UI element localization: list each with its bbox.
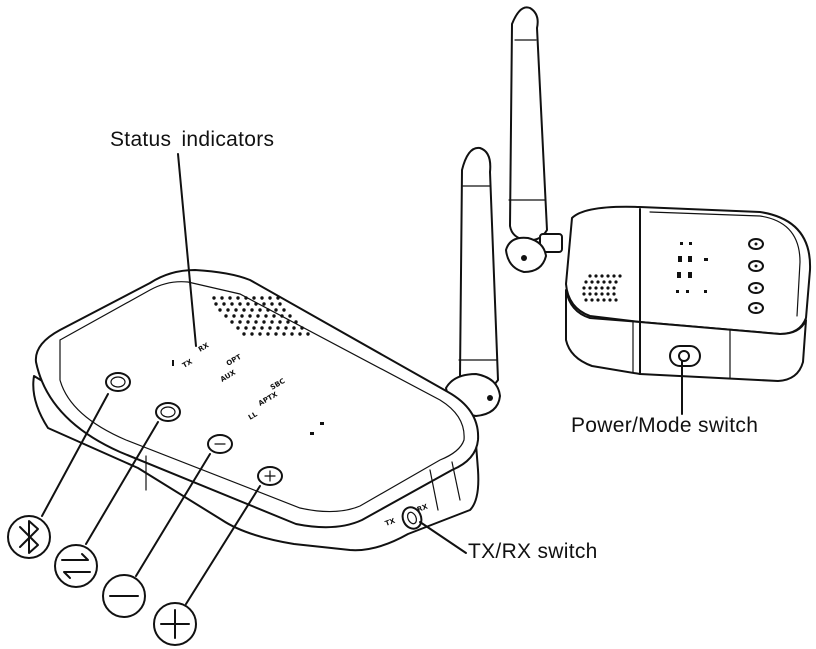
plus-icon bbox=[153, 602, 197, 646]
device-plus-button bbox=[257, 466, 283, 486]
plus-leader bbox=[185, 485, 261, 605]
txrx-switch: TX RX bbox=[384, 502, 429, 530]
txrx-leader bbox=[419, 521, 467, 554]
bluetooth-leader bbox=[41, 393, 109, 517]
status-indicators-label: Status indicators bbox=[110, 128, 275, 151]
icon-legend bbox=[7, 393, 261, 646]
small-device bbox=[505, 6, 812, 415]
switch-label-tx: TX bbox=[384, 517, 397, 528]
device-bluetooth-button bbox=[105, 372, 131, 392]
pair-leader bbox=[85, 421, 159, 545]
small-device-grill bbox=[582, 274, 622, 302]
large-device-grill bbox=[212, 296, 310, 336]
minus-icon bbox=[102, 574, 146, 618]
minus-leader bbox=[135, 453, 211, 577]
power-mode-switch-label: Power/Mode switch bbox=[571, 414, 759, 437]
txrx-switch-label: TX/RX switch bbox=[468, 540, 598, 563]
status-leader bbox=[177, 153, 197, 347]
large-device-antenna bbox=[445, 146, 501, 417]
small-device-antenna bbox=[505, 6, 563, 273]
device-buttons bbox=[105, 372, 283, 486]
pair-arrows-icon bbox=[54, 544, 98, 588]
switch-label-rx: RX bbox=[416, 502, 429, 513]
small-device-buttons bbox=[748, 238, 764, 314]
marking-ll: LL bbox=[247, 410, 259, 422]
power-mode-switch bbox=[669, 345, 701, 367]
device-pair-button bbox=[155, 402, 181, 422]
small-device-leds bbox=[676, 242, 708, 293]
large-device: RX TX OPT AUX SBC APTX LL bbox=[32, 146, 501, 554]
device-minus-button bbox=[207, 434, 233, 454]
bluetooth-icon bbox=[7, 515, 51, 559]
